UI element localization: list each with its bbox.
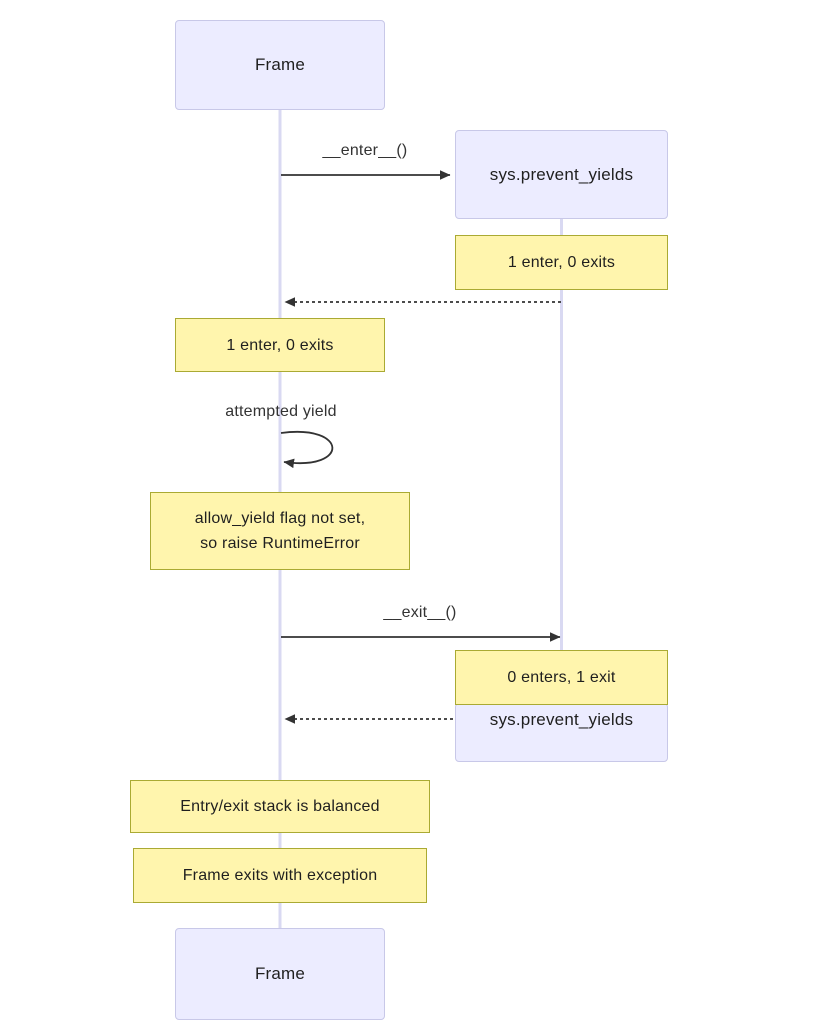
note-frame-runtime-error: allow_yield flag not set, so raise Runti… xyxy=(150,492,410,570)
note-frame-stack-balanced: Entry/exit stack is balanced xyxy=(130,780,430,833)
actor-sys-prevent-yields-top: sys.prevent_yields xyxy=(455,130,668,219)
note-text: Frame exits with exception xyxy=(182,867,378,884)
note-text: 1 enter, 0 exits xyxy=(507,254,616,271)
note-text-line1: allow_yield flag not set, xyxy=(194,510,366,527)
note-frame-enter-count: 1 enter, 0 exits xyxy=(175,318,385,372)
note-sys-exit-count: 0 enters, 1 exit xyxy=(455,650,668,705)
message-label-attempted-yield: attempted yield xyxy=(225,403,337,420)
actor-frame-bottom-label: Frame xyxy=(254,964,306,983)
actor-sys-top-label: sys.prevent_yields xyxy=(489,164,634,184)
note-text: Entry/exit stack is balanced xyxy=(180,798,380,815)
actor-sys-prevent-yields-bottom: sys.prevent_yields xyxy=(455,703,668,762)
message-label-exit: __exit__() xyxy=(383,604,457,621)
note-text-line2: so raise RuntimeError xyxy=(200,535,360,552)
actor-frame-top: Frame xyxy=(175,20,385,110)
actor-frame-bottom: Frame xyxy=(175,928,385,1020)
note-sys-enter-count: 1 enter, 0 exits xyxy=(455,235,668,290)
note-frame-exits-exception: Frame exits with exception xyxy=(133,848,427,903)
note-text: 0 enters, 1 exit xyxy=(507,669,616,686)
self-loop-arrow xyxy=(280,430,334,469)
note-text: 1 enter, 0 exits xyxy=(226,336,334,354)
actor-sys-bottom-label: sys.prevent_yields xyxy=(489,710,634,729)
actor-frame-top-label: Frame xyxy=(254,55,306,74)
message-label-enter: __enter__() xyxy=(322,142,408,159)
